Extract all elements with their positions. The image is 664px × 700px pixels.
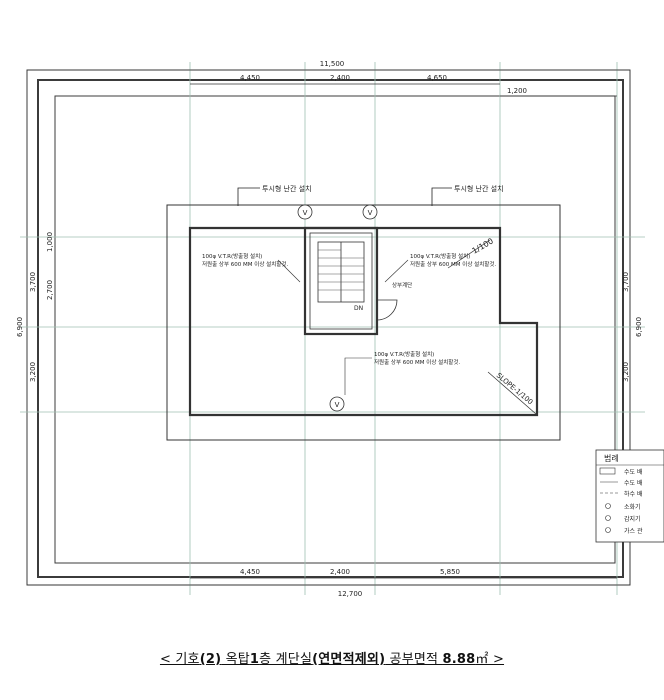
caption-mid2: 층 계단실: [259, 652, 313, 667]
door-label: 상부계단: [392, 281, 412, 289]
legend-item-5: 감지기: [624, 515, 641, 523]
caption-unit: ㎡ >: [475, 652, 505, 667]
outer-boundary: [26, 69, 631, 586]
caption-floor: 1: [249, 652, 260, 667]
legend-item-4: 소화기: [624, 503, 641, 511]
stair-dn-label: DN: [354, 305, 363, 312]
caption-paren: (연면적제외): [312, 652, 386, 667]
caption-area: 8.88: [442, 652, 476, 667]
drain-left-note-2: 저원출 상부 600 MM 이상 설치할것.: [202, 260, 288, 268]
svg-text:SLOPE-1/100: SLOPE-1/100: [495, 371, 535, 406]
caption-num: (2): [199, 652, 222, 667]
legend-item-1: 수도 배: [624, 468, 642, 476]
dim-right-seg-1: 3,700: [622, 272, 630, 292]
legend-box: 범례 수도 배 수도 배 하수 배 소화기 감지기 가스 관: [595, 449, 664, 543]
dim-top-seg-3: 4,650: [427, 74, 447, 82]
caption-prefix: < 기호: [159, 652, 200, 667]
svg-text:V: V: [368, 209, 373, 217]
floor-plan-drawing: 11,500 4,450 2,400 4,650 1,200 4,450 2,4…: [16, 60, 664, 598]
svg-text:1/100: 1/100: [471, 236, 495, 255]
drain-symbol-2: V: [362, 204, 378, 220]
dim-bottom-total: 12,700: [338, 590, 363, 598]
svg-text:V: V: [335, 401, 340, 409]
dim-top-seg-1: 4,450: [240, 74, 260, 82]
dim-left-total: 6,900: [16, 317, 24, 337]
stair-treads: [318, 249, 364, 291]
caption-mid3: 공부면적: [385, 652, 443, 667]
dim-right-total: 6,900: [635, 317, 643, 337]
drain-right-note-2: 저원출 상부 600 MM 이상 설치할것.: [410, 260, 496, 268]
drain-center-note-2: 저원출 상부 600 MM 이상 설치할것.: [374, 358, 460, 366]
dim-top-right: 1,200: [507, 87, 527, 95]
railing-right-note: 투시형 난간 설치: [454, 184, 504, 193]
dim-bottom-seg-2: 2,400: [330, 568, 350, 576]
drain-symbol-1: V: [297, 204, 313, 220]
drain-symbol-3: V: [329, 396, 345, 412]
dim-left-seg-1: 3,700: [29, 272, 37, 292]
drain-right-note-1: 100φ V.T.R(방출형 설치): [410, 252, 470, 260]
top-dimension-lines: [27, 69, 630, 97]
site-boundary: [37, 79, 624, 578]
dim-bottom-seg-3: 5,850: [440, 568, 460, 576]
dim-right-seg-2: 3,200: [622, 362, 630, 382]
bottom-dimension-lines: [27, 577, 630, 586]
legend-title: 범례: [604, 453, 619, 463]
drain-center-note-1: 100φ V.T.R(방출형 설치): [374, 350, 434, 358]
railing-left-note: 투시형 난간 설치: [262, 184, 312, 193]
dim-left-seg-2: 3,200: [29, 362, 37, 382]
dim-bottom-seg-1: 4,450: [240, 568, 260, 576]
legend-item-2: 수도 배: [624, 479, 642, 487]
roof-slab: [188, 226, 539, 417]
door-swing: [376, 299, 398, 321]
dim-top-seg-2: 2,400: [330, 74, 350, 82]
plan-caption: < 기호(2) 옥탑1층 계단실(연면적제외) 공부면적 8.88㎡ >: [0, 648, 664, 667]
dim-left-inner-2: 2,700: [46, 280, 54, 300]
parapet-outer: [54, 95, 616, 564]
roof-slab-outer: [166, 204, 561, 441]
legend-item-3: 하수 배: [624, 490, 642, 498]
svg-text:V: V: [303, 209, 308, 217]
legend-item-6: 가스 관: [624, 527, 643, 535]
caption-mid1: 옥탑: [221, 652, 250, 667]
dim-left-inner-1: 1,000: [46, 232, 54, 252]
railing-leaders: [237, 187, 452, 206]
stair-core: [303, 226, 379, 336]
dim-top-total: 11,500: [320, 60, 345, 68]
axis-grid: [20, 62, 645, 595]
drain-left-note-1: 100φ V.T.R(방출형 설치): [202, 252, 262, 260]
slope-arrow-lower: SLOPE-1/100: [487, 371, 537, 415]
